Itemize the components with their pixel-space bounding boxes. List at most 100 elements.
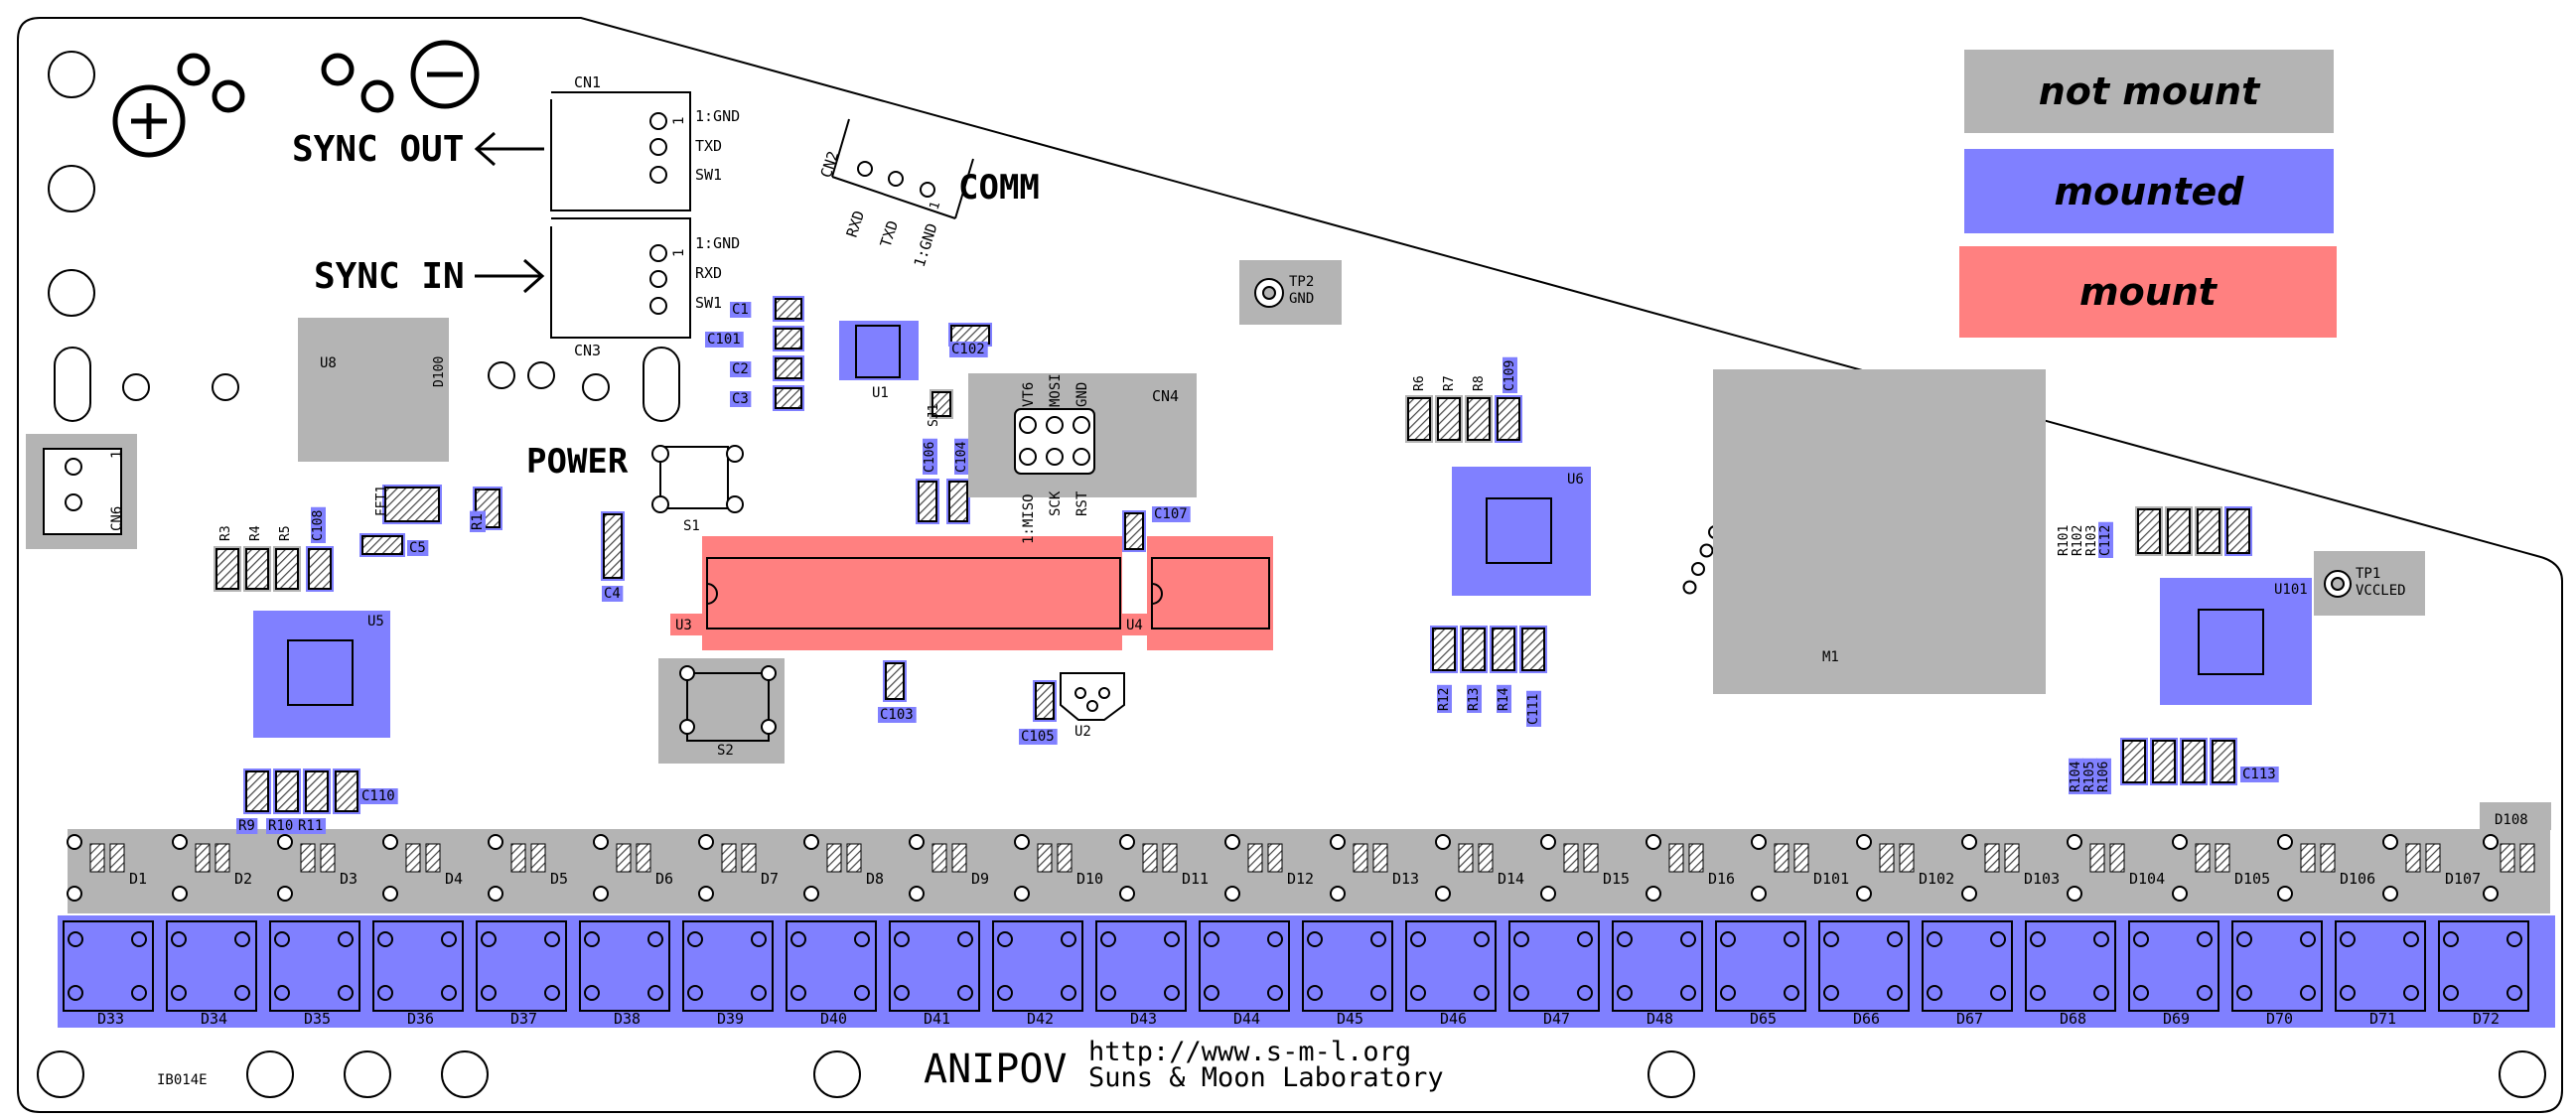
res-r106-label: R106 [2096, 762, 2111, 792]
led-d38-label: D38 [614, 1010, 641, 1028]
cn3-pin1-mark: 1 [671, 249, 687, 257]
mounting-holes [37, 51, 2546, 1098]
u3-label-tab [670, 614, 704, 635]
diode-d101-label: D101 [1813, 870, 1849, 888]
diode-d13: D13 [1330, 834, 1419, 902]
cap-c5 [359, 533, 405, 557]
u4-label-tab [1122, 614, 1148, 635]
cn1-pin-1: 1:GND [695, 107, 740, 125]
res-r1-label: R1 [470, 513, 486, 530]
diode-d8: D8 [803, 834, 884, 902]
res-r13 [1460, 626, 1488, 673]
res-r101-label: R101 [2057, 525, 2072, 556]
cap-c111-label: C111 [1526, 694, 1541, 725]
res-r14-label: R14 [1497, 687, 1511, 711]
res-r11 [303, 769, 331, 814]
board-url: http://www.s-m-l.org [1088, 1037, 1411, 1067]
tp1-name: TP1 [2356, 566, 2380, 582]
led-d66: D66 [1818, 920, 1910, 1028]
diode-d107: D107 [2382, 834, 2481, 902]
board-id: IB014E [157, 1072, 208, 1088]
cn4-sck: SCK [1048, 490, 1064, 516]
led-d67-label: D67 [1956, 1010, 1983, 1028]
led-d44: D44 [1199, 920, 1290, 1028]
u8-area [298, 318, 449, 462]
led-d71: D71 [2335, 920, 2426, 1028]
switch-s1 [651, 445, 744, 513]
led-d38: D38 [579, 920, 670, 1028]
led-d40: D40 [786, 920, 877, 1028]
res-r7 [1435, 395, 1463, 443]
res-r105-label: R105 [2082, 762, 2097, 792]
led-d72-label: D72 [2473, 1010, 2500, 1028]
sj1-label: SJ1 [927, 404, 941, 427]
res-r103-label: R103 [2084, 525, 2099, 556]
power-label: POWER [526, 442, 629, 482]
cn3-pin-1: 1:GND [695, 234, 740, 252]
cap-c109-label: C109 [1503, 360, 1517, 391]
cap-c1-label: C1 [732, 302, 749, 318]
diode-d12: D12 [1224, 834, 1314, 902]
diode-d13-label: D13 [1392, 870, 1419, 888]
diode-d11: D11 [1119, 834, 1209, 902]
res-r6-label: R6 [1412, 375, 1427, 391]
diode-d3-label: D3 [340, 870, 358, 888]
cn3-pin-2: RXD [695, 264, 722, 282]
led-d68: D68 [2025, 920, 2116, 1028]
diode-d7-label: D7 [761, 870, 779, 888]
diode-strip [68, 829, 2550, 913]
cap-c107-label: C107 [1154, 506, 1188, 522]
cap-c113-label: C113 [2242, 767, 2276, 782]
diode-d1: D1 [67, 834, 147, 902]
led-d46: D46 [1405, 920, 1497, 1028]
cn3-label: CN3 [574, 342, 601, 359]
cap-c103-label: C103 [880, 707, 914, 723]
diode-d4: D4 [382, 834, 463, 902]
led-d45-label: D45 [1337, 1010, 1363, 1028]
diode-d105-label: D105 [2234, 870, 2270, 888]
diode-d10-label: D10 [1076, 870, 1103, 888]
res-r5 [273, 546, 301, 592]
res-r14 [1490, 626, 1517, 673]
led-d47-label: D47 [1543, 1010, 1570, 1028]
legend-mount: mount [1959, 246, 2337, 338]
led-d42-label: D42 [1027, 1010, 1054, 1028]
cn4-miso: 1:MISO [1021, 493, 1037, 544]
diode-d15: D15 [1540, 834, 1630, 902]
res-r6 [1405, 395, 1433, 443]
u2-label: U2 [1074, 724, 1091, 740]
res-r106 [2180, 738, 2208, 785]
sync-in-label: SYNC IN [314, 256, 465, 297]
led-d65-label: D65 [1750, 1010, 1777, 1028]
cap-c3-label: C3 [732, 391, 749, 407]
cn4-rst: RST [1074, 490, 1090, 516]
power-terminals [112, 40, 480, 158]
res-r11-label: R11 [298, 818, 323, 834]
diode-d102-label: D102 [1919, 870, 1954, 888]
diode-d5: D5 [488, 834, 568, 902]
diode-d12-label: D12 [1287, 870, 1314, 888]
diode-d106: D106 [2277, 834, 2375, 902]
cn6-pin1-mark: 1 [109, 451, 125, 459]
diode-d108-label: D108 [2495, 812, 2528, 828]
res-r8-label: R8 [1472, 375, 1487, 391]
led-d42: D42 [992, 920, 1083, 1028]
led-d48: D48 [1612, 920, 1703, 1028]
cap-c104 [946, 479, 970, 524]
cap-c108 [306, 546, 334, 592]
sync-out-label: SYNC OUT [292, 129, 464, 170]
led-d37-label: D37 [510, 1010, 537, 1028]
diode-d6: D6 [593, 834, 673, 902]
cap-c105-label: C105 [1021, 729, 1055, 745]
cap-c2 [773, 355, 804, 381]
diode-d14-label: D14 [1498, 870, 1524, 888]
legend-not-mount: not mount [1964, 50, 2334, 133]
cn3-pin-3: SW1 [695, 294, 722, 312]
cap-c4-label: C4 [604, 586, 621, 602]
cap-c2-label: C2 [732, 361, 749, 377]
diode-d104-label: D104 [2129, 870, 2165, 888]
res-r105 [2150, 738, 2178, 785]
cap-c112-label: C112 [2098, 525, 2113, 556]
diode-d16-label: D16 [1708, 870, 1735, 888]
